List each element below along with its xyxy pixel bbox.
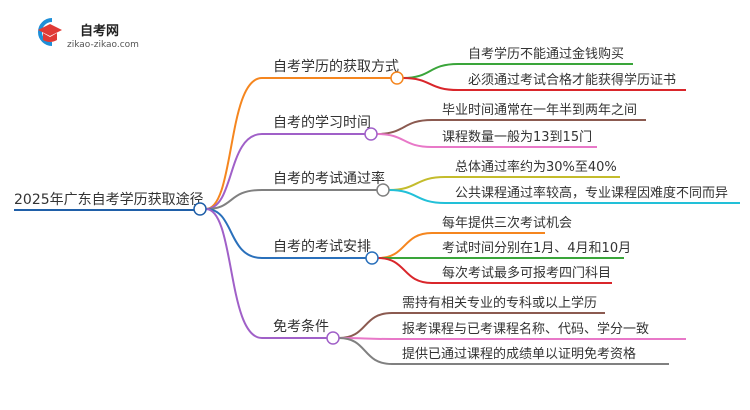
leaf-connector (377, 257, 612, 284)
leaf-node-label[interactable]: 每年提供三次考试机会 (442, 215, 572, 231)
branch-collapse-toggle[interactable] (365, 251, 379, 265)
branch-collapse-toggle[interactable] (326, 331, 340, 345)
branch-node-label[interactable]: 自考的考试通过率 (273, 170, 385, 187)
root-collapse-toggle[interactable] (193, 202, 207, 216)
leaf-connector (402, 77, 686, 91)
leaf-node-label[interactable]: 提供已通过课程的成绩单以证明免考资格 (402, 346, 636, 362)
branch-collapse-toggle[interactable] (364, 127, 378, 141)
logo-title: 自考网 (80, 23, 119, 39)
leaf-node-label[interactable]: 需持有相关专业的专科或以上学历 (402, 295, 597, 311)
leaf-node-label[interactable]: 报考课程与已考课程名称、代码、学分一致 (402, 321, 649, 337)
leaf-connector (388, 189, 740, 204)
leaf-node-label[interactable]: 每次考试最多可报考四门科目 (442, 265, 611, 281)
logo-url: zikao-zikao.com (67, 40, 139, 50)
leaf-node-label[interactable]: 毕业时间通常在一年半到两年之间 (442, 103, 637, 118)
leaf-node-label[interactable]: 课程数量一般为13到15门 (442, 129, 592, 145)
leaf-connector (377, 232, 545, 259)
logo-ring-icon (38, 18, 53, 46)
branch-collapse-toggle[interactable] (376, 183, 390, 197)
branch-connector (205, 208, 366, 259)
leaf-node-label[interactable]: 公共课程通过率较高，专业课程因难度不同而异 (455, 185, 728, 201)
leaf-node-label[interactable]: 自考学历不能通过金钱购买 (468, 46, 624, 62)
leaf-connector (338, 337, 686, 340)
leaf-connector (338, 312, 605, 339)
branch-connector (205, 189, 377, 210)
branch-node-label[interactable]: 自考学历的获取方式 (273, 59, 399, 75)
branch-node-label[interactable]: 自考的学习时间 (273, 115, 371, 131)
leaf-node-label[interactable]: 总体通过率约为30%至40% (455, 159, 617, 175)
leaf-node-label[interactable]: 必须通过考试合格才能获得学历证书 (468, 72, 676, 88)
branch-collapse-toggle[interactable] (390, 71, 404, 85)
leaf-connector (376, 133, 597, 148)
branch-connector (205, 208, 327, 339)
branch-connector (205, 77, 391, 210)
leaf-node-label[interactable]: 考试时间分别在1月、4月和10月 (442, 241, 631, 256)
root-node-label[interactable]: 2025年广东自考学历获取途径 (14, 191, 204, 208)
graduation-cap-icon (38, 24, 62, 36)
branch-connector (205, 133, 365, 210)
branch-node-label[interactable]: 自考的考试安排 (273, 239, 371, 255)
logo: 自考网 zikao-zikao.com (38, 18, 139, 50)
branch-node-label[interactable]: 免考条件 (273, 318, 329, 335)
leaf-connector (338, 337, 669, 365)
